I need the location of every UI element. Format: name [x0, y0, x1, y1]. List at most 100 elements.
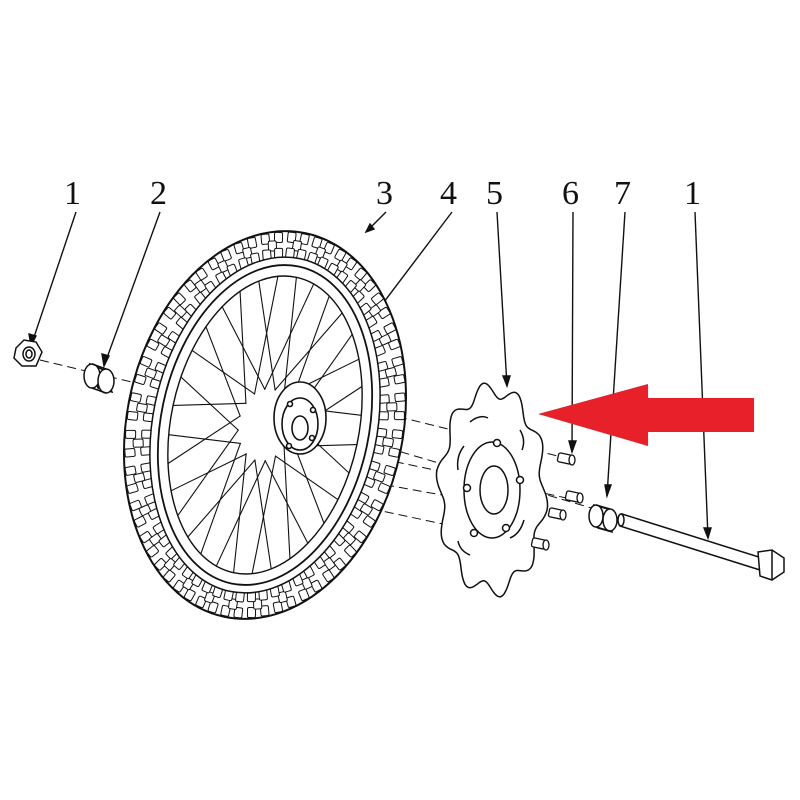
- tread-block: [220, 604, 231, 617]
- disc-bolts: [530, 452, 584, 551]
- hub-bore: [291, 415, 309, 441]
- tread-block: [129, 392, 142, 403]
- disc-slot: [469, 415, 489, 423]
- tread-block: [378, 334, 392, 346]
- tread-block: [259, 605, 270, 617]
- tread-block: [298, 588, 310, 601]
- disc-bolt-hole: [492, 438, 502, 448]
- tread-block: [377, 306, 391, 319]
- tread-block: [363, 279, 376, 292]
- disc-bolt: [530, 537, 550, 551]
- tread-block: [253, 598, 263, 610]
- tread-block: [154, 558, 167, 571]
- tread-block: [323, 241, 335, 255]
- leader-arrowhead: [101, 353, 111, 369]
- tread-block: [299, 233, 310, 246]
- tread-block: [285, 595, 297, 608]
- callout-labels: 1 2 3 4 5 6 7 1: [64, 175, 701, 212]
- tread-block: [286, 231, 297, 244]
- disc-bolt-hole: [515, 475, 525, 485]
- tread-block: [388, 338, 401, 351]
- tread-block: [386, 402, 398, 412]
- tread-block: [184, 279, 197, 293]
- tread-block: [246, 236, 258, 249]
- hub-bolt-hole: [286, 400, 294, 408]
- tread-block: [139, 356, 153, 368]
- spoke: [215, 460, 266, 567]
- tread-block: [173, 292, 186, 306]
- axle-nut-left: [13, 339, 43, 367]
- leader-line-5: [496, 211, 508, 387]
- disc-bolt: [547, 507, 567, 521]
- tread-block: [194, 279, 207, 293]
- tread-block: [242, 247, 253, 259]
- tread-block: [382, 437, 394, 448]
- tread-block: [132, 438, 144, 448]
- tread-block: [383, 465, 396, 476]
- tread-block: [323, 557, 336, 571]
- tread-block: [354, 267, 367, 281]
- spoke: [167, 415, 241, 464]
- tire-inner: [149, 256, 381, 594]
- tread-block: [195, 595, 207, 609]
- leader-line-2: [103, 211, 161, 367]
- hub: [273, 381, 327, 455]
- tread-block: [139, 531, 153, 544]
- tread-block: [144, 367, 157, 379]
- callout-label-6: 6: [562, 175, 579, 212]
- spoke: [180, 376, 239, 431]
- tread-block: [233, 242, 245, 255]
- tire-tread-blocks: [124, 231, 406, 619]
- spokes: [167, 276, 363, 574]
- tread-block: [368, 304, 381, 317]
- hub-bolt-hole: [285, 442, 293, 450]
- tread-block: [133, 515, 147, 528]
- spoke: [170, 453, 247, 492]
- tread-block: [207, 601, 219, 614]
- tread-block: [377, 482, 391, 494]
- leader-arrowhead: [604, 484, 612, 499]
- disc-slot: [457, 540, 471, 556]
- wheel-assembly: [122, 230, 408, 620]
- brake-disc: [435, 382, 549, 598]
- tread-block: [163, 306, 177, 320]
- red-arrow-icon: [538, 384, 754, 446]
- tread-block: [333, 557, 346, 571]
- tread-block: [343, 532, 356, 545]
- tread-block: [322, 569, 335, 583]
- tread-block: [126, 410, 139, 421]
- tread-block: [149, 533, 162, 546]
- spacer-right: [588, 503, 618, 534]
- tread-block: [157, 334, 170, 347]
- tread-block: [394, 392, 406, 403]
- callout-label-2: 2: [150, 175, 167, 212]
- brake-disc-center-bore: [479, 465, 509, 515]
- tread-block: [388, 447, 401, 458]
- tread-block: [217, 260, 229, 273]
- spacer-right-end-right: [602, 508, 618, 532]
- tread-block: [195, 267, 208, 281]
- tread-block: [163, 569, 176, 583]
- tread-block: [353, 530, 367, 544]
- tread-block: [277, 591, 288, 603]
- tread-block: [360, 503, 373, 516]
- tread-block: [301, 577, 313, 590]
- tread-block: [383, 322, 397, 335]
- spoke: [239, 291, 247, 404]
- tread-block: [267, 240, 277, 252]
- axle-bolt: [617, 513, 785, 581]
- tread-block: [344, 257, 357, 271]
- tread-block: [207, 257, 220, 271]
- leader-arrowhead: [501, 375, 511, 389]
- spoke: [187, 459, 256, 538]
- tread-block: [370, 499, 384, 512]
- spoke: [253, 276, 279, 395]
- disc-bolt-hole: [462, 483, 472, 493]
- axle-shaft: [619, 513, 763, 571]
- spacer-right-end-left: [588, 504, 604, 528]
- tread-block: [393, 374, 406, 385]
- tread-block: [335, 259, 348, 273]
- rim-outer: [156, 264, 374, 586]
- leader-line-1-left: [30, 211, 77, 347]
